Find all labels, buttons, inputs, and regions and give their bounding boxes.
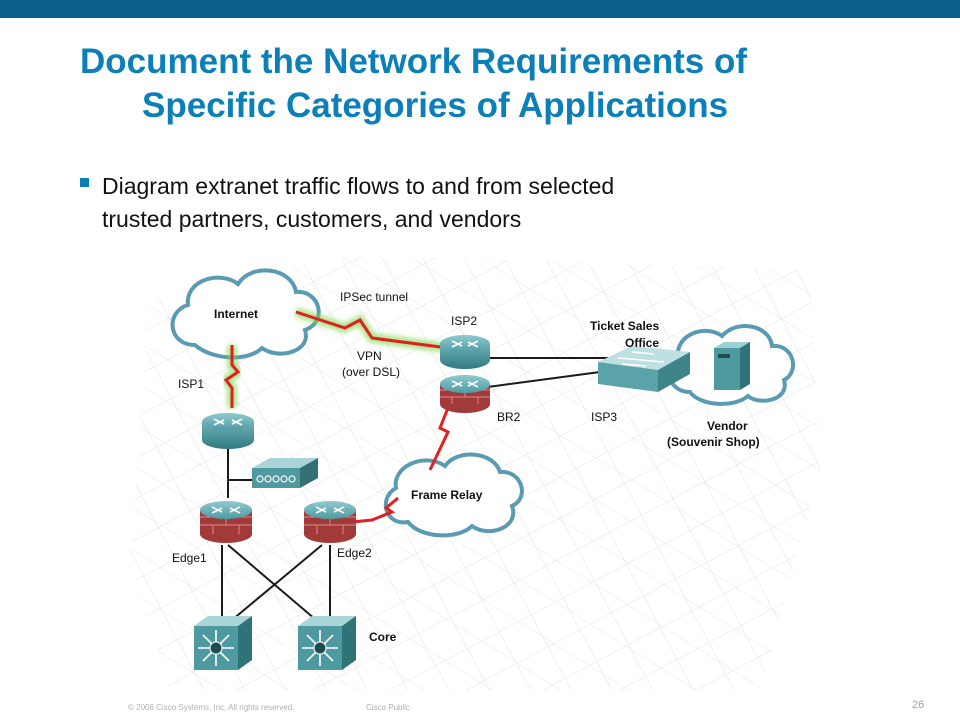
top-banner [0,0,960,18]
footer-classification: Cisco Public [366,703,411,712]
isp2-router-icon [440,335,490,369]
label-over-dsl: (over DSL) [342,365,400,379]
edge2-firewall-router-icon [304,501,356,543]
bullet-text-line-2: trusted partners, customers, and vendors [102,206,522,232]
label-core: Core [369,630,397,644]
serial-links [351,407,450,524]
link-framerelay-edge2 [351,496,399,524]
footer-copyright: © 2006 Cisco Systems, Inc. All rights re… [128,703,295,712]
label-edge1: Edge1 [172,551,207,565]
label-ticket-office: Office [625,336,659,350]
frame-relay-cloud [384,452,524,538]
label-vpn: VPN [357,349,382,363]
ticket-office-switch-icon [598,346,690,392]
label-vendor: Vendor [707,419,748,433]
isp1-router-icon [202,413,254,449]
vendor-server-icon [714,342,750,390]
label-souvenir-shop: (Souvenir Shop) [667,435,760,449]
label-frame-relay: Frame Relay [411,488,483,502]
link-br2-framerelay [428,407,450,471]
title-line-2: Specific Categories of Applications [142,86,729,125]
core-switch-1-icon [194,616,252,670]
br2-firewall-router-icon [440,375,490,413]
bullet-text-line-1: Diagram extranet traffic flows to and fr… [102,173,615,199]
label-ticket-sales: Ticket Sales [590,319,659,333]
page-number: 26 [912,699,925,711]
slide-title: Document the Network Requirements of Spe… [80,40,920,128]
vpn-ipsec-tunnel [218,307,449,408]
bullet-item: Diagram extranet traffic flows to and fr… [80,170,900,236]
core-switch-2-icon [298,616,356,670]
title-line-1: Document the Network Requirements of [80,42,748,81]
bullet-square-icon [80,178,89,187]
label-edge2: Edge2 [337,546,372,560]
label-ipsec-tunnel: IPSec tunnel [340,290,408,304]
link-edge2-core1 [225,544,323,626]
label-isp3: ISP3 [591,410,617,424]
label-isp2: ISP2 [451,314,477,328]
label-br2: BR2 [497,410,521,424]
internet-cloud [170,268,321,360]
edge1-firewall-router-icon [200,501,252,543]
label-internet: Internet [214,307,258,321]
label-isp1: ISP1 [178,377,204,391]
vpn-appliance-icon [252,458,318,488]
